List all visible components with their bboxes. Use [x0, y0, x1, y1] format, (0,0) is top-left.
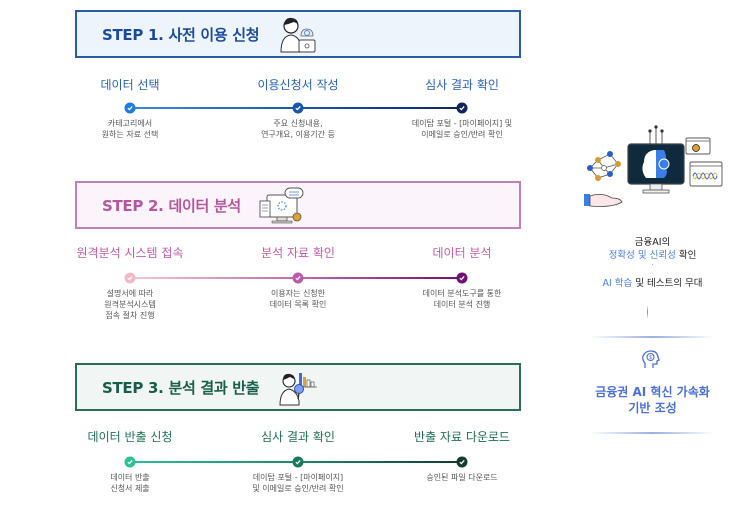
ai-finance-illustration-icon — [580, 120, 730, 219]
step-2-label-3: 데이터 분석 — [432, 246, 492, 260]
step-3-desc-3: 승인된 파일 다운로드 — [426, 473, 498, 482]
person-laptop-cloud-icon — [277, 14, 321, 60]
check-icon — [292, 272, 304, 284]
step-2-label-2: 분석 자료 확인 — [261, 246, 335, 260]
step-2-title: STEP 2. 데이터 분석 — [102, 196, 241, 215]
goal-line-1: 금융권 AI 혁신 가속화 — [595, 385, 710, 399]
step-1-label-1: 데이터 선택 — [100, 78, 160, 92]
step-3-label-2: 심사 결과 확인 — [261, 430, 335, 444]
check-icon — [124, 102, 136, 114]
step-3-label-3: 반출 자료 다운로드 — [414, 430, 510, 444]
check-icon — [124, 272, 136, 284]
person-magnifier-chart-icon — [277, 367, 327, 413]
step-3-desc-2: 데이탑 포털 - [마이페이지]및 이메일로 승인/반려 확인 — [252, 473, 344, 493]
check-icon — [124, 456, 136, 468]
step-3-title: STEP 3. 분석 결과 반출 — [102, 378, 260, 397]
goal-line-2: 기반 조성 — [628, 401, 677, 415]
separator-dot: · — [651, 262, 654, 269]
horizontal-divider-top — [590, 336, 715, 338]
horizontal-divider-bottom — [590, 432, 715, 434]
check-icon — [292, 456, 304, 468]
step-3-header: STEP 3. 분석 결과 반출 — [75, 363, 521, 411]
step-1-title: STEP 1. 사전 이용 신청 — [102, 25, 260, 44]
check-icon — [292, 102, 304, 114]
head-coin-icon: $ — [641, 350, 661, 374]
check-icon — [456, 272, 468, 284]
check-icon — [456, 102, 468, 114]
monitor-document-chat-icon — [257, 185, 309, 231]
step-1-label-3: 심사 결과 확인 — [425, 78, 499, 92]
step-3-label-1: 데이터 반출 신청 — [87, 430, 173, 444]
right-panel-line-1: 금융AI의 — [634, 237, 671, 248]
step-1-label-2: 이용신청서 작성 — [257, 78, 339, 92]
vertical-divider — [647, 305, 648, 319]
right-panel-line-3: AI 학습 및 테스트의 무대 — [602, 278, 703, 289]
right-panel-line-2: 정확성 및 신뢰성 확인 — [608, 250, 697, 261]
check-icon — [456, 456, 468, 468]
step-2-header: STEP 2. 데이터 분석 — [75, 181, 521, 229]
step-2-label-1: 원격분석 시스템 접속 — [76, 246, 184, 260]
step-1-desc-2: 주요 신청내용,연구개요, 이용기간 등 — [261, 119, 335, 139]
svg-text:$: $ — [649, 355, 652, 361]
step-1-header: STEP 1. 사전 이용 신청 — [75, 10, 521, 58]
